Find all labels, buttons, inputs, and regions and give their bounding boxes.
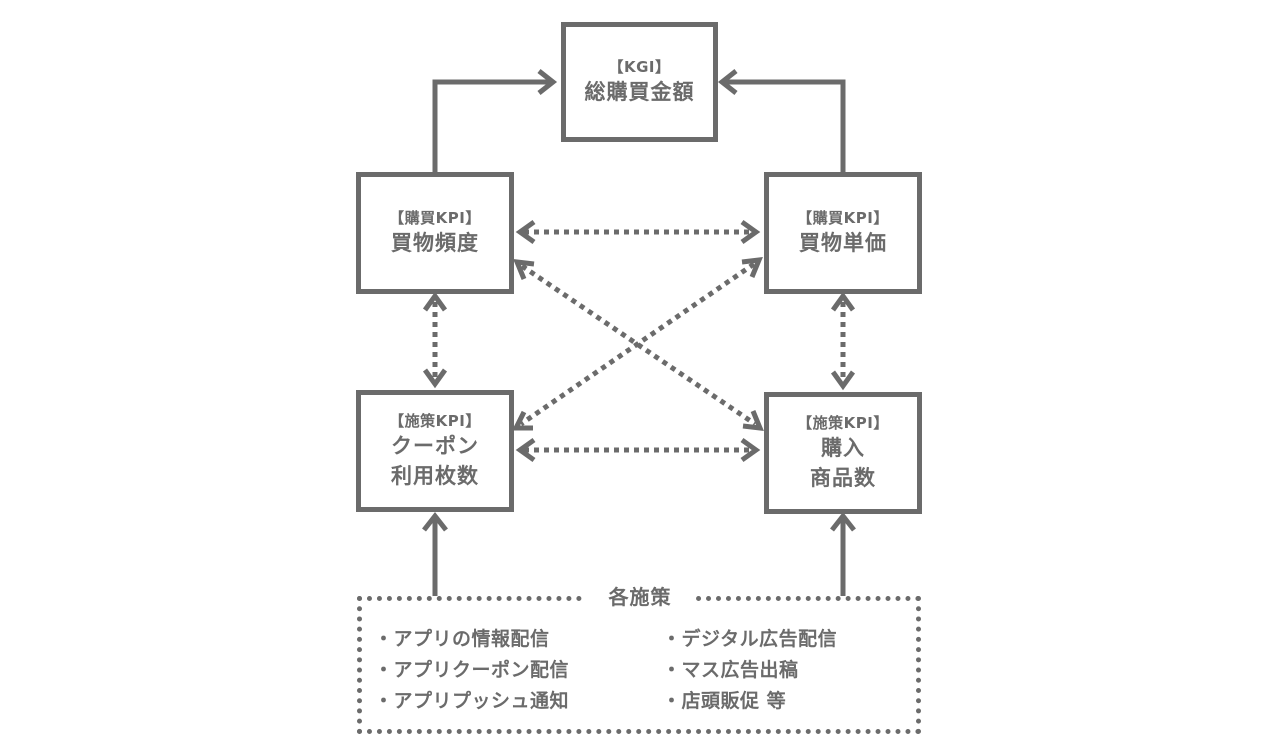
frequency-kpi-title: 買物頻度 [391, 231, 479, 255]
frequency-kpi-tag: 【購買KPI】 [389, 209, 481, 227]
arrowhead-unit-price-items-bottom [830, 370, 856, 391]
unit-price-kpi-tag: 【購買KPI】 [797, 209, 889, 227]
arrowhead-frequency-coupon-bottom [422, 368, 448, 389]
arrowhead-unit-price-items-top [830, 291, 856, 312]
measure-item: ・アプリクーポン配信 [374, 659, 570, 681]
coupon-kpi-tag: 【施策KPI】 [389, 412, 481, 430]
frequency-kpi-node: 【購買KPI】 買物頻度 [356, 172, 514, 294]
items-kpi-title-line2: 商品数 [810, 466, 876, 490]
arrowhead-unit-price-coupon-bottom [511, 410, 533, 431]
measures-list-left: ・アプリの情報配信 ・アプリクーポン配信 ・アプリプッシュ通知 [374, 624, 569, 717]
measure-item: ・店頭販促 等 [662, 690, 787, 712]
coupon-kpi-title-line2: 利用枚数 [391, 464, 479, 488]
kgi-tag: 【KGI】 [608, 58, 671, 76]
arrowhead-unit-price-coupon-top [741, 257, 763, 278]
coupon-kpi-node: 【施策KPI】 クーポン 利用枚数 [356, 390, 514, 512]
arrowhead-coupon-items-left [515, 437, 536, 463]
arrowhead-unit-price-to-kgi [717, 69, 738, 95]
kgi-title: 総購買金額 [584, 80, 695, 104]
arrowhead-frequency-unit-price-right [740, 219, 761, 245]
solid-arrow-frequency-to-kgi [432, 79, 553, 172]
items-kpi-title-line1: 購入 [821, 436, 865, 460]
measure-item: ・デジタル広告配信 [662, 628, 838, 650]
arrowhead-coupon-items-right [740, 437, 761, 463]
dotted-arrow-unit-price-coupon [519, 261, 756, 427]
arrowhead-measures-to-items [830, 511, 856, 532]
arrowhead-measures-to-coupon [422, 511, 448, 532]
solid-arrow-unit-price-to-kgi [722, 79, 846, 172]
kgi-node: 【KGI】 総購買金額 [561, 22, 718, 142]
measures-title: 各施策 [585, 582, 695, 612]
coupon-kpi-title-line1: クーポン [391, 434, 479, 458]
measure-item: ・アプリプッシュ通知 [374, 690, 570, 712]
items-kpi-tag: 【施策KPI】 [797, 414, 889, 432]
arrowhead-frequency-unit-price-left [515, 219, 536, 245]
arrowhead-frequency-items-bottom [742, 410, 764, 431]
unit-price-kpi-title: 買物単価 [799, 231, 887, 255]
items-kpi-node: 【施策KPI】 購入 商品数 [764, 392, 922, 514]
measure-item: ・アプリの情報配信 [374, 628, 550, 650]
arrowhead-frequency-to-kgi [537, 69, 558, 95]
unit-price-kpi-node: 【購買KPI】 買物単価 [764, 172, 922, 294]
arrowhead-frequency-items-top [513, 259, 535, 280]
arrowhead-frequency-coupon-top [422, 291, 448, 312]
measure-item: ・マス広告出稿 [662, 659, 799, 681]
measures-list-right: ・デジタル広告配信 ・マス広告出稿 ・店頭販促 等 [662, 624, 837, 717]
